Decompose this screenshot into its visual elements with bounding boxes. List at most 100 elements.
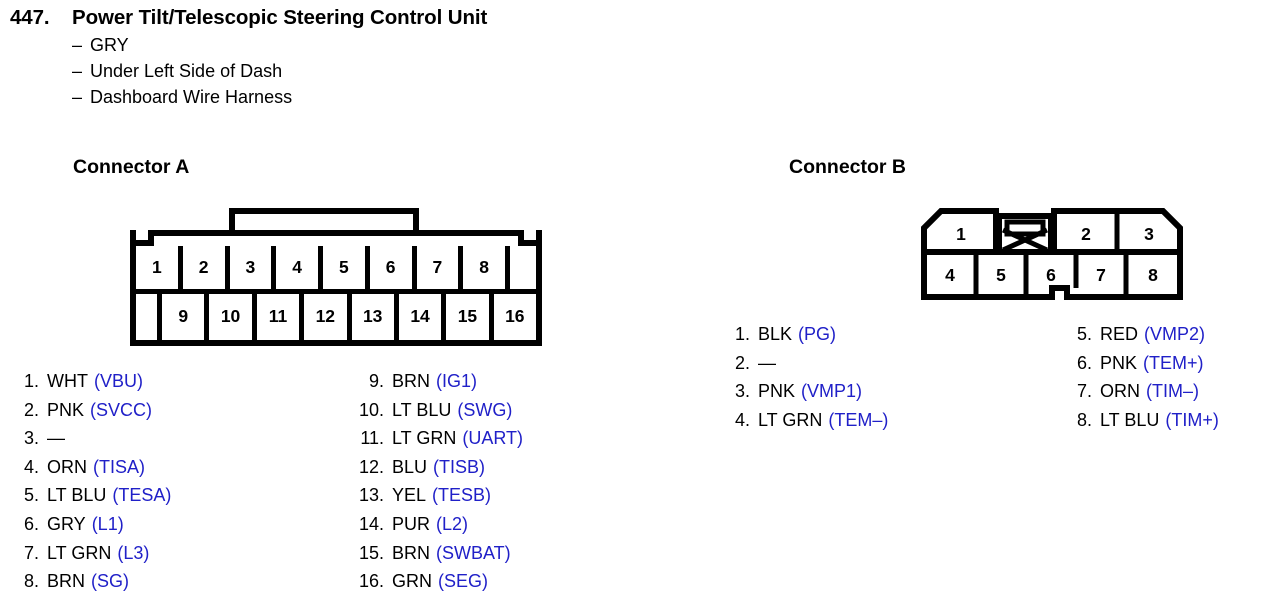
pin-signal-name: (UART) bbox=[462, 428, 524, 449]
pin-signal-name: (SG) bbox=[91, 571, 130, 592]
connector-b-cavity: 3 bbox=[1144, 224, 1154, 244]
connector-b-cavity: 8 bbox=[1148, 265, 1158, 285]
pin-wire-color: LT BLU bbox=[47, 485, 107, 506]
pin-row: 7. ORN (TIM–) bbox=[1073, 377, 1219, 406]
dash-bullet-icon: – bbox=[72, 35, 83, 55]
pin-index: 6. bbox=[23, 513, 39, 534]
pin-wire-color: GRN bbox=[392, 571, 432, 592]
pin-row: 3. — bbox=[20, 424, 171, 453]
detail-text: Dashboard Wire Harness bbox=[90, 87, 293, 107]
pin-index: 3. bbox=[734, 381, 750, 402]
pin-row: 16. GRN (SEG) bbox=[355, 567, 523, 596]
connector-b-cavity: 1 bbox=[956, 224, 966, 244]
pin-row: 7. LT GRN (L3) bbox=[20, 539, 171, 568]
detail-line-location: – Under Left Side of Dash bbox=[72, 61, 710, 82]
pin-wire-color: LT BLU bbox=[1100, 409, 1160, 430]
pin-signal-name: (TISA) bbox=[93, 456, 145, 477]
connector-a-cavity: 4 bbox=[276, 246, 323, 289]
pin-wire-color: RED bbox=[1100, 324, 1139, 344]
connector-a-cavity: 1 bbox=[136, 246, 183, 289]
pin-index: 11. bbox=[360, 428, 384, 449]
entry-number: 447. bbox=[10, 6, 50, 29]
connector-a-cavity-blank bbox=[136, 294, 162, 340]
pin-index: 6. bbox=[1076, 352, 1092, 373]
pin-signal-name: (SWBAT) bbox=[436, 542, 511, 563]
connector-a-cavity: 11 bbox=[257, 294, 305, 340]
pin-signal-name: (TIM–) bbox=[1146, 381, 1199, 402]
pin-signal-name: (SEG) bbox=[438, 571, 489, 592]
pin-index: 7. bbox=[23, 542, 39, 563]
connector-a-bottom-row: 9 10 11 12 13 14 15 16 bbox=[136, 294, 536, 340]
connector-b-cavity: 4 bbox=[945, 265, 955, 285]
pin-wire-color: PNK bbox=[758, 381, 796, 402]
pin-index: 1. bbox=[23, 371, 39, 391]
connector-a-cavity: 10 bbox=[209, 294, 257, 340]
pin-wire-color: BRN bbox=[47, 571, 86, 592]
pin-index: 4. bbox=[734, 409, 750, 430]
pin-signal-name: (TESB) bbox=[432, 485, 492, 506]
pin-index: 1. bbox=[734, 324, 750, 344]
pin-signal-name: (L2) bbox=[436, 513, 469, 534]
pin-wire-color: — bbox=[758, 352, 776, 373]
detail-line-harness: – Dashboard Wire Harness bbox=[72, 87, 710, 108]
pin-row: 5. RED (VMP2) bbox=[1073, 320, 1219, 349]
pin-wire-color: BRN bbox=[392, 542, 431, 563]
connector-a-pin-list-left: 1. WHT (VBU) 2. PNK (SVCC) 3. — 4. ORN (… bbox=[20, 367, 171, 596]
header-block: 447. Power Tilt/Telescopic Steering Cont… bbox=[10, 6, 710, 108]
pin-signal-name: (TISB) bbox=[433, 456, 486, 477]
pin-row: 2. — bbox=[731, 349, 888, 378]
pin-index: 8. bbox=[23, 571, 39, 592]
pin-signal-name: (VMP2) bbox=[1144, 324, 1206, 344]
pin-index: 3. bbox=[23, 428, 39, 449]
connector-a-cavity: 12 bbox=[304, 294, 352, 340]
pin-wire-color: LT GRN bbox=[392, 428, 457, 449]
pin-index: 2. bbox=[23, 399, 39, 420]
pin-index: 16. bbox=[358, 571, 384, 592]
connector-a-pin-list-right: 9. BRN (IG1) 10. LT BLU (SWG) 11. LT GRN… bbox=[355, 367, 523, 596]
pin-wire-color: LT GRN bbox=[758, 409, 823, 430]
pin-row: 15. BRN (SWBAT) bbox=[355, 539, 523, 568]
connector-a-cavity: 3 bbox=[230, 246, 277, 289]
connector-b-blocked-cavity-icon bbox=[1004, 219, 1046, 237]
pin-index: 2. bbox=[734, 352, 750, 373]
pin-row: 3. PNK (VMP1) bbox=[731, 377, 888, 406]
pin-index: 14. bbox=[358, 513, 384, 534]
pin-signal-name: (L1) bbox=[91, 513, 124, 534]
connector-b-heading: Connector B bbox=[789, 156, 906, 178]
pin-row: 11. LT GRN (UART) bbox=[355, 424, 523, 453]
pin-index: 13. bbox=[358, 485, 384, 506]
pin-wire-color: LT BLU bbox=[392, 399, 452, 420]
pin-wire-color: PNK bbox=[1100, 352, 1138, 373]
pin-wire-color: ORN bbox=[1100, 381, 1140, 402]
connector-b-cavity: 6 bbox=[1046, 265, 1056, 285]
pin-row: 4. ORN (TISA) bbox=[20, 453, 171, 482]
pin-index: 7. bbox=[1076, 381, 1092, 402]
pin-index: 9. bbox=[368, 371, 384, 391]
pin-index: 5. bbox=[23, 485, 39, 506]
connector-a-diagram: 1 2 3 4 5 6 7 8 9 10 11 12 13 14 15 16 bbox=[130, 208, 542, 346]
pin-row: 6. PNK (TEM+) bbox=[1073, 349, 1219, 378]
connector-a-latch-icon bbox=[229, 208, 419, 238]
connector-a-cavity: 2 bbox=[183, 246, 230, 289]
pin-wire-color: LT GRN bbox=[47, 542, 112, 563]
connector-a-top-row: 1 2 3 4 5 6 7 8 bbox=[136, 246, 536, 294]
connector-b-outline: 1 2 3 4 5 6 7 8 bbox=[921, 208, 1183, 300]
pin-row: 4. LT GRN (TEM–) bbox=[731, 406, 888, 435]
connector-a-shoulder-right bbox=[518, 230, 536, 246]
page-title: 447. Power Tilt/Telescopic Steering Cont… bbox=[10, 6, 710, 30]
detail-line-connector-color: – GRY bbox=[72, 35, 710, 56]
pin-signal-name: (SWG) bbox=[457, 399, 513, 420]
pin-row: 8. LT BLU (TIM+) bbox=[1073, 406, 1219, 435]
connector-a-body bbox=[130, 230, 542, 346]
pin-signal-name: (SVCC) bbox=[90, 399, 153, 420]
pin-row: 9. BRN (IG1) bbox=[355, 367, 523, 396]
pin-signal-name: (TEM–) bbox=[828, 409, 889, 430]
pin-signal-name: (TESA) bbox=[112, 485, 172, 506]
connector-a-cavity: 14 bbox=[399, 294, 447, 340]
pin-wire-color: YEL bbox=[392, 485, 427, 506]
pin-index: 4. bbox=[23, 456, 39, 477]
pin-wire-color: BLU bbox=[392, 456, 428, 477]
pin-signal-name: (VMP1) bbox=[801, 381, 863, 402]
connector-a-cavity-blank bbox=[510, 246, 536, 289]
connector-a-cavity: 9 bbox=[162, 294, 210, 340]
